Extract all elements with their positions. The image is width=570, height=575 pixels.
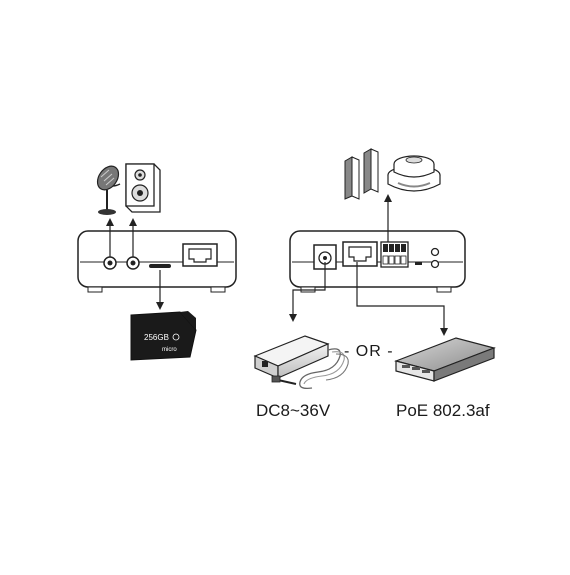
power-adapter-label: DC8~36V [256,401,331,420]
microphone-icon [96,165,121,215]
reset-button [430,247,440,257]
indicator-light [430,259,440,269]
smoke-detector-icon [387,155,441,192]
left-ethernet-port [182,243,218,267]
micro-sd-card: 256GB micro [130,311,197,361]
sd-card-logo: micro [162,347,177,353]
speaker-icon [125,163,161,213]
or-separator-label: - OR - [344,343,394,360]
dc-power-jack [313,244,337,270]
line-dc-jack-to-adapter [292,262,326,316]
sd-card-slot [149,264,171,268]
right-device [289,230,466,293]
status-led [415,262,422,265]
audio-in-jack [103,256,117,270]
terminal-block [380,241,409,268]
left-device [77,230,237,293]
poe-switch-icon [394,337,496,382]
power-adapter-icon [253,335,349,390]
audio-out-jack [126,256,140,270]
door-sensor-icon [344,148,379,200]
sd-card-capacity: 256GB [144,333,169,342]
line-ethernet-to-poe [356,262,445,330]
poe-switch-label: PoE 802.3af [396,401,490,420]
right-ethernet-port [342,241,378,267]
